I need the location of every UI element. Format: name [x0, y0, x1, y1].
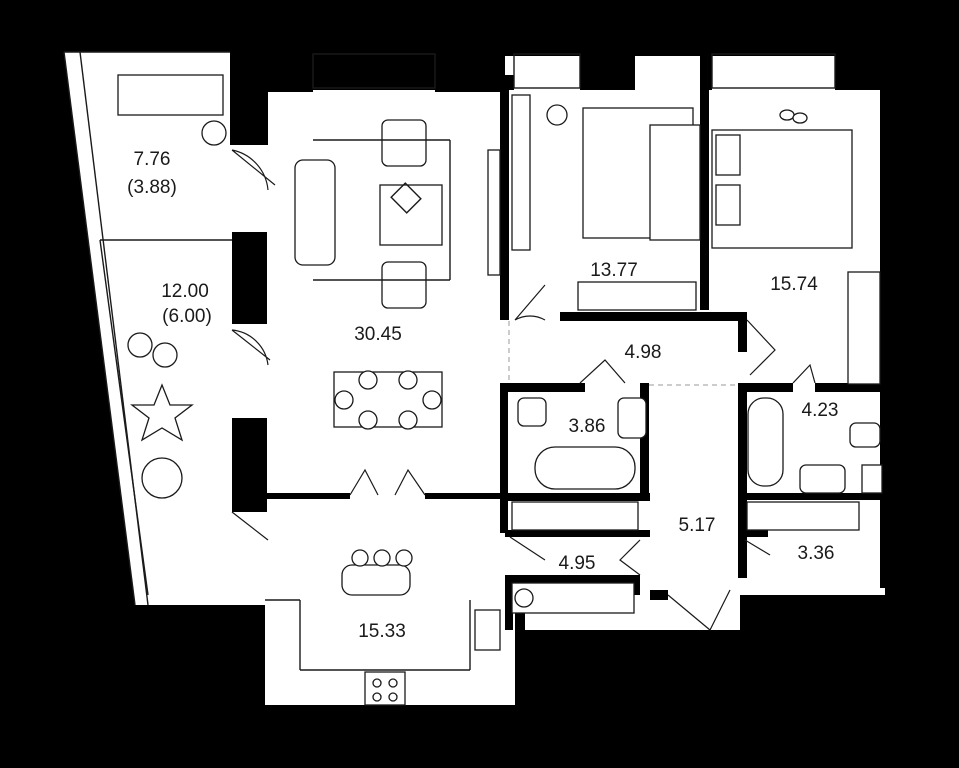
room-area-hall: 5.17 [679, 515, 716, 536]
bathroom-fixtures [517, 397, 883, 494]
room-area-wardrobe: 3.36 [798, 543, 835, 564]
bedroom-master-furniture [711, 109, 881, 385]
room-area-balcony-north: 7.76 [134, 149, 171, 170]
room-area-laundry: 4.95 [559, 553, 596, 574]
bedroom-child-furniture [511, 94, 701, 311]
outer-walls [135, 48, 890, 718]
living-furniture [294, 119, 501, 430]
storage-fixtures [511, 501, 860, 614]
room-area-bathroom-1: 3.86 [569, 416, 606, 437]
room-area-reduced-balcony-south: (6.00) [162, 306, 212, 327]
room-area-bathroom-2: 4.23 [802, 400, 839, 421]
inner-walls [265, 90, 885, 630]
room-area-bedroom-child: 13.77 [590, 260, 638, 281]
windows [312, 53, 836, 89]
balcony-furniture [117, 74, 227, 499]
kitchen-fixtures [265, 549, 501, 706]
room-area-reduced-balcony-north: (3.88) [127, 177, 177, 198]
room-area-kitchen: 15.33 [358, 621, 406, 642]
room-area-corridor-upper: 4.98 [625, 342, 662, 363]
balcony-outline [63, 51, 232, 606]
room-area-bedroom-master: 15.74 [770, 274, 818, 295]
area-labels: 7.76 (3.88) 12.00 (6.00) 30.45 13.77 15.… [127, 149, 838, 642]
dashed-separators [508, 321, 738, 386]
doors [231, 149, 816, 631]
room-area-living-room: 30.45 [354, 324, 402, 345]
room-area-balcony-south: 12.00 [161, 281, 209, 302]
